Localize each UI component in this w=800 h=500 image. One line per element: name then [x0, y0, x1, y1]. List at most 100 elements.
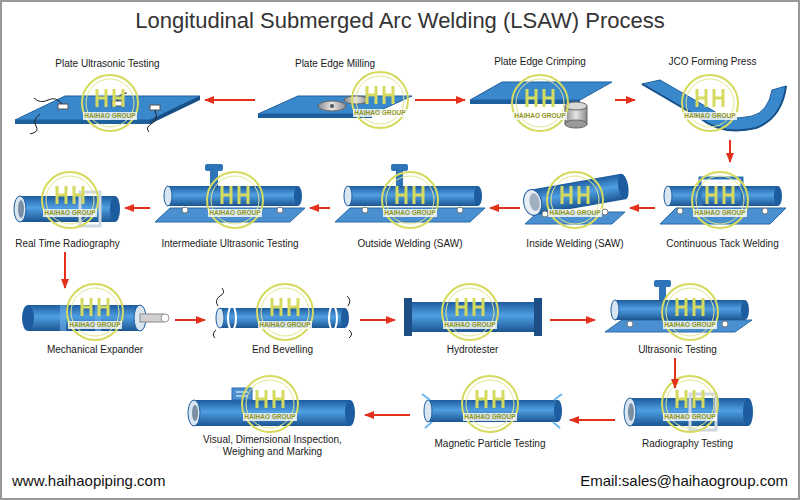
hydrotester-illustration	[404, 298, 542, 336]
tack-welding-illustration	[660, 178, 786, 224]
inside-welding-illustration-part	[542, 211, 548, 217]
inside-welding-illustration-part-part	[528, 192, 541, 211]
plate-ultrasonic-illustration-part	[30, 114, 40, 134]
plate-edge-crimping-illustration-part	[565, 120, 587, 128]
end-bevelling-illustration-part	[329, 306, 337, 330]
inside-welding-illustration-part-part	[522, 188, 544, 217]
step-caption: End Bevelling	[252, 344, 313, 356]
flow-arrow	[490, 207, 520, 209]
watermark-text: HAIHAO GROUP	[243, 413, 296, 421]
step-caption: Real Time Radiography	[15, 238, 120, 250]
mechanical-expander-illustration-part	[22, 305, 34, 331]
watermark-text: HAIHAO GROUP	[663, 321, 716, 329]
ultrasonic-testing-illustration-part	[605, 320, 752, 332]
magnetic-particle-illustration-part	[554, 400, 562, 422]
watermark-logo	[512, 75, 568, 131]
flow-arrow	[125, 207, 150, 209]
step-caption: Radiography Testing	[642, 438, 733, 450]
flow-arrow	[550, 319, 595, 321]
plate-ultrasonic-illustration-part	[147, 110, 156, 132]
mechanical-expander-illustration-part	[140, 314, 164, 322]
tack-welding-illustration-part	[668, 186, 778, 206]
email-footer: Email:sales@haihaogroup.com	[580, 472, 788, 490]
step-caption: Inside Welding (SAW)	[526, 238, 623, 250]
watermark-logo	[462, 376, 518, 432]
ultrasonic-testing-illustration-part	[627, 321, 633, 327]
step-caption: Hydrotester	[447, 344, 499, 356]
real-time-radiography-illustration-part	[110, 196, 120, 222]
inside-welding-illustration-part	[602, 209, 608, 215]
end-bevelling-illustration	[213, 288, 351, 338]
intermediate-ultrasonic-illustration-part	[277, 207, 283, 213]
watermark-ring	[662, 376, 718, 432]
end-bevelling-illustration-part	[228, 306, 236, 330]
flow-arrow	[175, 319, 205, 321]
outside-welding-illustration-part	[348, 186, 478, 206]
intermediate-ultrasonic-illustration-part	[182, 207, 188, 213]
watermark-ring	[352, 72, 408, 128]
visual-inspection-illustration-part	[194, 400, 350, 426]
real-time-radiography-illustration-part	[14, 196, 26, 222]
process-step: Plate Ultrasonic Testing	[10, 56, 205, 132]
watermark-logo	[42, 172, 98, 228]
jco-forming-illustration-part	[642, 80, 786, 130]
watermark-text: HAIHAO GROUP	[258, 321, 311, 329]
watermark-ring	[42, 172, 98, 228]
watermark-monogram	[677, 298, 703, 316]
process-step: Continuous Tack Welding	[655, 162, 790, 252]
jco-forming-illustration	[642, 80, 786, 130]
plate-edge-crimping-illustration	[470, 82, 612, 128]
inside-welding-illustration	[522, 173, 631, 224]
ultrasonic-testing-illustration-part	[611, 300, 619, 320]
visual-inspection-illustration-part	[188, 400, 200, 426]
jco-forming-illustration-part	[642, 84, 786, 130]
flow-arrow	[415, 99, 465, 101]
watermark-monogram	[82, 298, 108, 316]
step-caption: Plate Edge Crimping	[494, 56, 586, 68]
watermark-text: HAIHAO GROUP	[463, 413, 516, 421]
flow-arrow	[360, 319, 395, 321]
watermark-text: HAIHAO GROUP	[513, 112, 566, 120]
process-step: Magnetic Particle Testing	[410, 390, 570, 452]
plate-ultrasonic-illustration-part	[150, 105, 160, 110]
process-step: Plate Edge Crimping	[465, 54, 615, 136]
watermark-text: HAIHAO GROUP	[353, 109, 406, 117]
plate-ultrasonic-illustration-part	[58, 104, 68, 109]
watermark-ring	[442, 284, 498, 340]
end-bevelling-illustration-part	[213, 330, 216, 338]
process-step: Outside Welding (SAW)	[330, 162, 490, 252]
visual-inspection-illustration-part	[345, 400, 355, 426]
end-bevelling-illustration-part	[216, 288, 223, 306]
watermark-logo	[257, 284, 313, 340]
watermark-monogram	[397, 186, 423, 204]
mechanical-expander-illustration	[22, 305, 169, 331]
watermark-ring	[512, 75, 568, 131]
ultrasonic-testing-illustration-part	[722, 321, 728, 327]
website-footer: www.haihaopiping.com	[12, 472, 165, 490]
step-caption: Magnetic Particle Testing	[435, 438, 546, 450]
flow-arrow	[615, 99, 635, 101]
process-step: Inside Welding (SAW)	[520, 162, 630, 252]
plate-edge-milling-illustration-part	[330, 104, 334, 108]
watermark-monogram	[477, 390, 503, 408]
magnetic-particle-illustration-part	[422, 394, 562, 428]
step-caption: Continuous Tack Welding	[666, 238, 778, 250]
watermark-monogram	[222, 186, 248, 204]
watermark-text: HAIHAO GROUP	[208, 209, 261, 217]
watermark-monogram	[677, 390, 703, 408]
plate-ultrasonic-illustration-part	[150, 96, 200, 124]
watermark-monogram	[57, 186, 83, 204]
watermark-ring	[692, 172, 748, 228]
watermark-logo	[547, 172, 603, 228]
flow-arrow	[365, 414, 410, 416]
watermark-ring	[82, 75, 138, 131]
watermark-monogram	[272, 298, 298, 316]
radiography-testing-illustration-part	[624, 398, 636, 426]
radiography-testing-illustration	[624, 394, 753, 430]
ultrasonic-testing-illustration	[605, 280, 752, 332]
watermark-logo	[207, 172, 263, 228]
outside-welding-illustration-part	[335, 208, 485, 222]
outside-welding-illustration-part	[457, 207, 463, 213]
